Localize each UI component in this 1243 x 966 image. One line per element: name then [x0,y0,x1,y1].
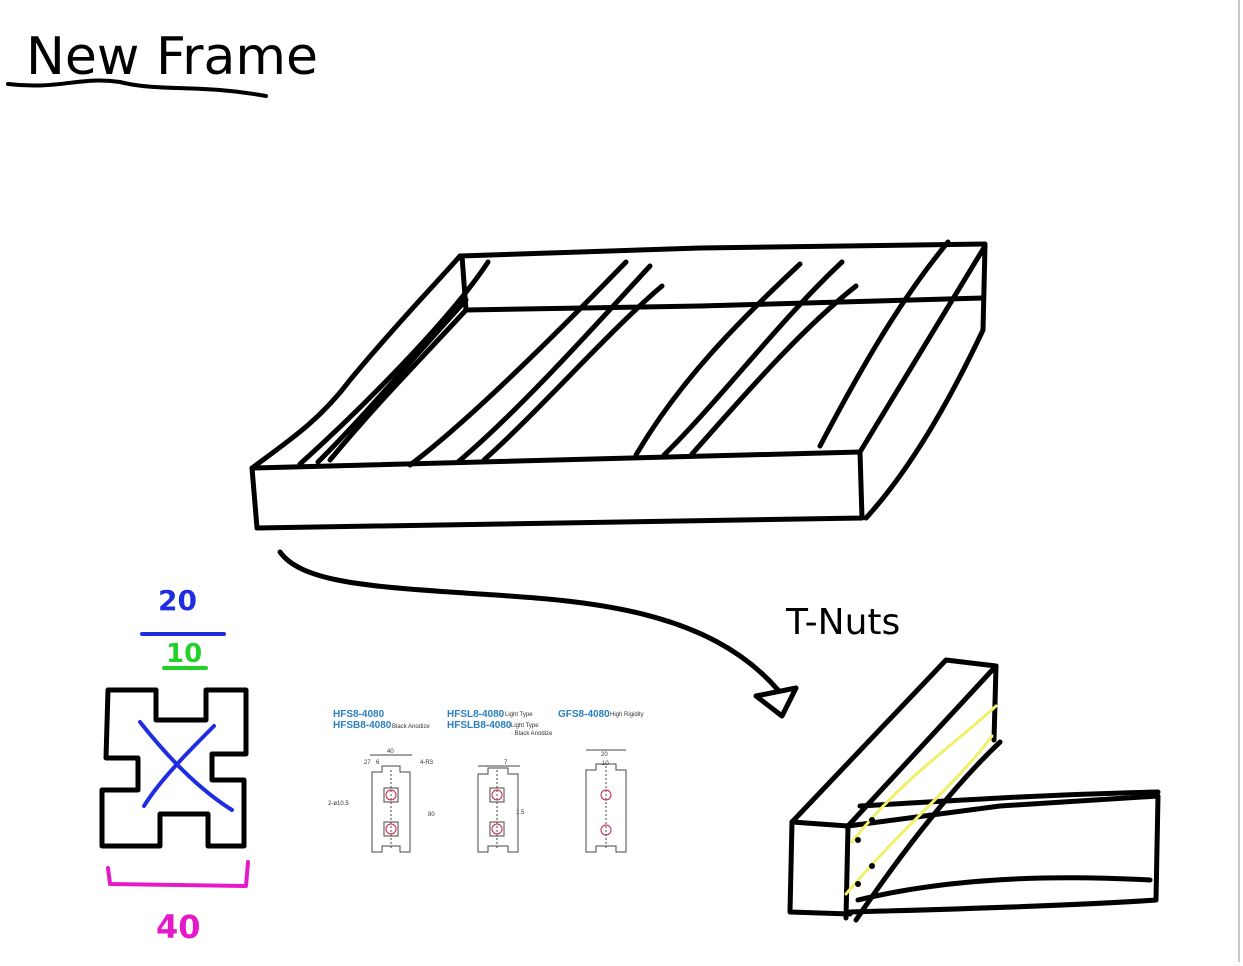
ref-g2-note-b2: · Black Anodize [511,731,553,737]
ref-g2-model-a: HFSL8-4080 [447,709,505,720]
ref-dim-80: 80 [428,812,435,818]
ref-g2-note-a: Light Type [505,712,533,718]
dim-40-bracket [108,862,248,886]
ref-g2-model-b: HFSLB8-4080 [447,720,512,731]
dim-20: 20 [158,584,197,617]
ref-dim-15: 1.5 [516,810,525,816]
tnuts-label: T-Nuts [785,602,900,643]
tnut-detail-sketch [790,660,1158,920]
ref-g1-model-b: HFSB8-4080 [333,720,392,731]
reference-sheet: HFS8-4080 HFSB8-4080 Black Anodize HFSL8… [326,700,656,860]
ref-g3-note-a: High Rigidity [610,712,644,718]
dim-10: 10 [166,639,202,669]
ref-g2-note-b: Light Type [511,723,539,729]
ref-g1-model-a: HFS8-4080 [333,709,385,720]
detail-arrow [280,552,796,716]
ref-g1-note-b: Black Anodize [392,724,430,730]
profile-cross-a [140,722,232,810]
ref-radius: 4-R3 [420,760,434,766]
ref-g3-model-a: GFS8-4080 [558,709,610,720]
ref-hole: 2-ø10.5 [328,801,349,807]
title-group: New Frame [8,27,318,96]
ref-dim-10: 10 [602,761,609,767]
ref-dim-20: 20 [601,752,608,758]
ref-dim-40: 40 [387,749,394,755]
profile-section: 20 10 40 [102,584,248,946]
ref-dim-27: 27 [364,760,371,766]
frame-sketch [252,242,985,528]
dim-40: 40 [156,908,201,946]
title-text: New Frame [26,27,318,87]
